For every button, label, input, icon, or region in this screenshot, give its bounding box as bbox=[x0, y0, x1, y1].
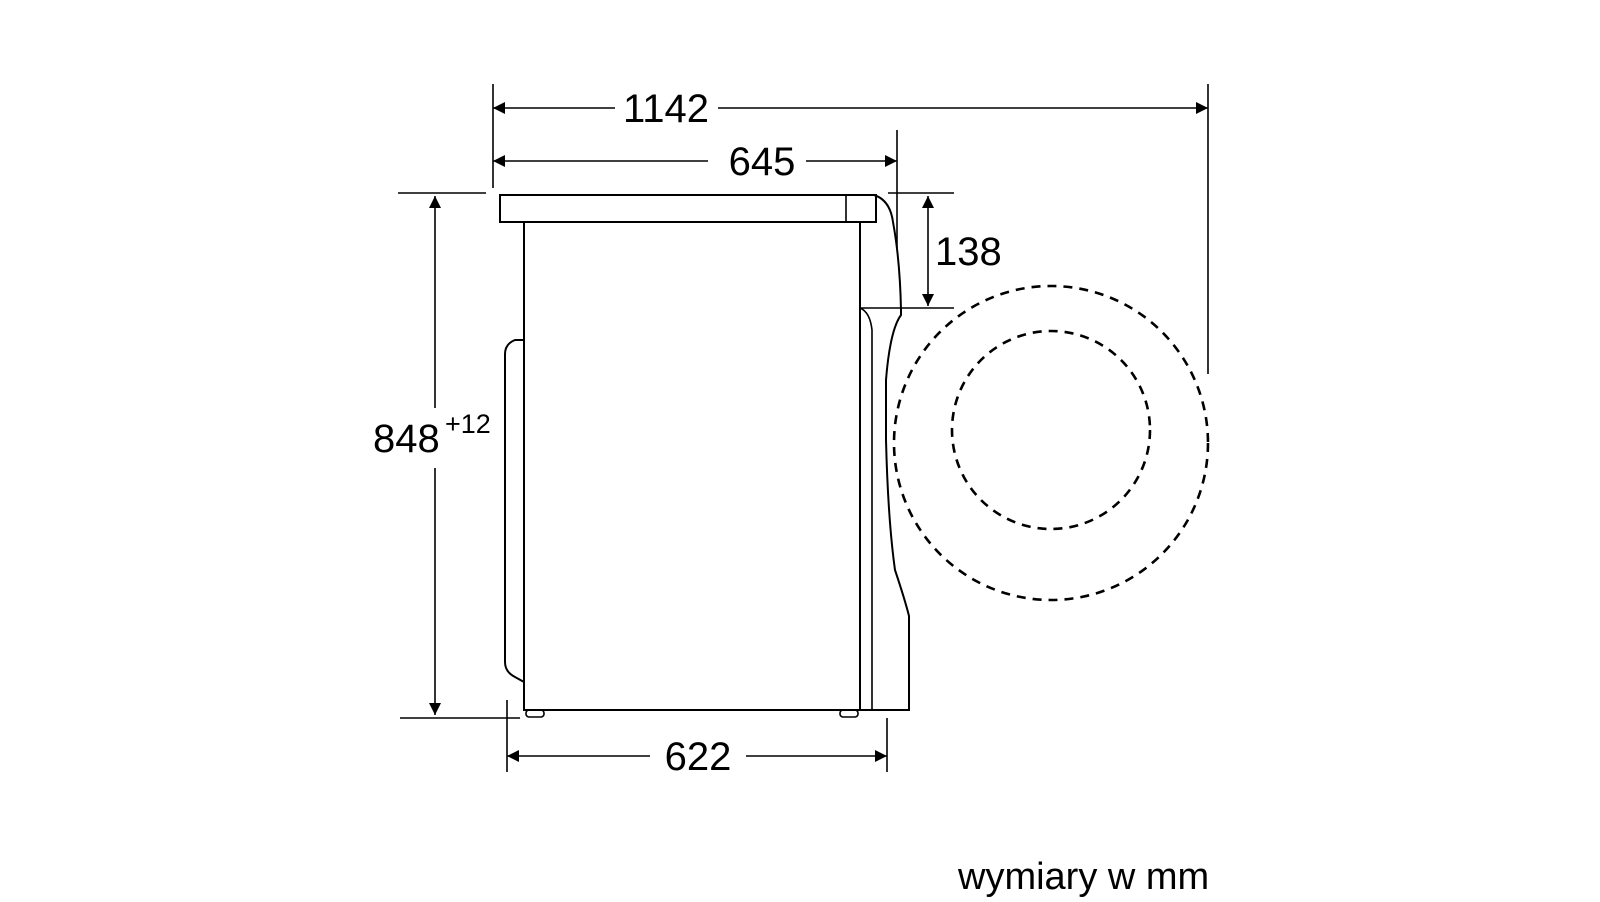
cabinet-body bbox=[523, 222, 861, 711]
dimension-base-width: 622 bbox=[507, 734, 887, 779]
extension-lines bbox=[398, 84, 1209, 772]
dimension-door-offset-label: 138 bbox=[935, 230, 1002, 274]
rear-panel bbox=[504, 339, 525, 683]
units-note: wymiary w mm bbox=[958, 856, 1210, 898]
dimension-door-offset: 138 bbox=[922, 196, 1002, 306]
door-swing-outer bbox=[892, 284, 1210, 602]
front-door-panel bbox=[846, 194, 910, 711]
dimension-height-label: 848 bbox=[373, 417, 440, 461]
appliance-outline bbox=[499, 194, 910, 718]
door-inner-line bbox=[845, 195, 901, 710]
dimension-height: 848 +12 bbox=[372, 196, 502, 715]
top-cover bbox=[499, 194, 877, 223]
dimension-base-width-label: 622 bbox=[665, 735, 732, 779]
door-window-inner bbox=[950, 329, 1152, 531]
dimension-height-tolerance: +12 bbox=[445, 409, 491, 439]
foot-front bbox=[839, 709, 859, 718]
dimension-body-depth: 645 bbox=[493, 139, 897, 184]
dimension-body-depth-label: 645 bbox=[729, 140, 796, 184]
dimension-total-depth-label: 1142 bbox=[623, 87, 709, 131]
foot-rear bbox=[525, 709, 545, 718]
dimension-total-depth: 1142 bbox=[493, 86, 1208, 131]
